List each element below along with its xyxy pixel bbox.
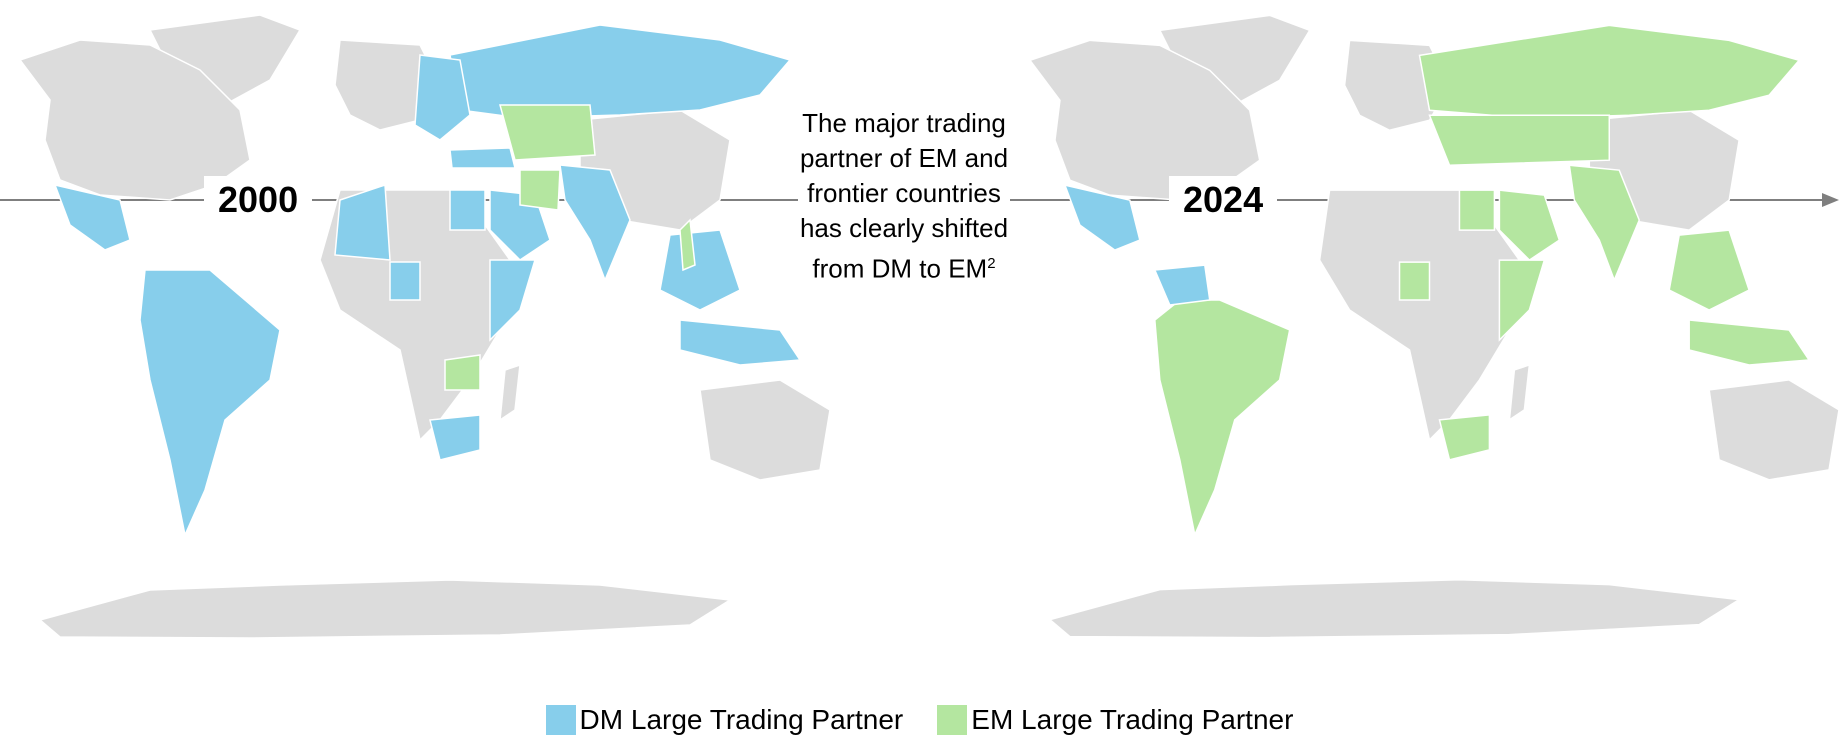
zambia (444, 354, 481, 391)
legend-item-em: EM Large Trading Partner (937, 704, 1293, 736)
legend: DM Large Trading Partner EM Large Tradin… (0, 704, 1839, 736)
iran (519, 169, 561, 211)
legend-label-dm: DM Large Trading Partner (579, 704, 904, 735)
antarctica (1048, 578, 1742, 639)
egypt (1458, 189, 1496, 231)
east-africa (1498, 259, 1546, 342)
legend-swatch-em (937, 705, 968, 735)
kazakhstan (499, 104, 596, 161)
world-map-2000 (18, 14, 830, 639)
world-map-2024 (1028, 14, 1839, 639)
turkey (449, 147, 516, 169)
year-label-2024: 2024 (1169, 176, 1278, 224)
legend-item-dm: DM Large Trading Partner (545, 704, 904, 736)
russia (1418, 24, 1801, 119)
southeast-asia (659, 229, 741, 311)
madagascar (1508, 363, 1531, 422)
southeast-asia (1668, 229, 1751, 311)
indonesia (679, 319, 802, 366)
west-africa (1398, 261, 1431, 301)
madagascar (499, 363, 521, 422)
antarctica (38, 579, 733, 639)
india (1568, 164, 1641, 283)
egypt (449, 189, 486, 231)
east-africa (489, 259, 537, 342)
south-africa (1438, 414, 1491, 461)
north-africa (334, 183, 391, 261)
india (559, 164, 631, 283)
indonesia (1688, 319, 1811, 366)
mexico (1063, 184, 1141, 251)
south-america (139, 269, 281, 538)
russia (449, 24, 792, 119)
caption-footnote: 2 (987, 255, 996, 272)
arabia (1498, 189, 1561, 262)
central-asia (1428, 114, 1611, 166)
legend-swatch-dm (545, 705, 576, 735)
australia (1708, 379, 1839, 481)
eastern-europe (414, 54, 471, 141)
australia (699, 379, 830, 481)
mexico (53, 183, 131, 251)
colombia-venezuela (1153, 264, 1211, 306)
caption-text: The major trading partner of EM and fron… (799, 108, 1009, 284)
legend-label-em: EM Large Trading Partner (971, 704, 1294, 735)
year-label-2000: 2000 (204, 176, 313, 224)
myanmar-region (679, 218, 696, 272)
west-africa (389, 261, 421, 301)
europe (334, 39, 441, 131)
south-america (1154, 299, 1291, 538)
south-africa (429, 414, 481, 461)
caption: The major trading partner of EM and fron… (798, 106, 1010, 287)
